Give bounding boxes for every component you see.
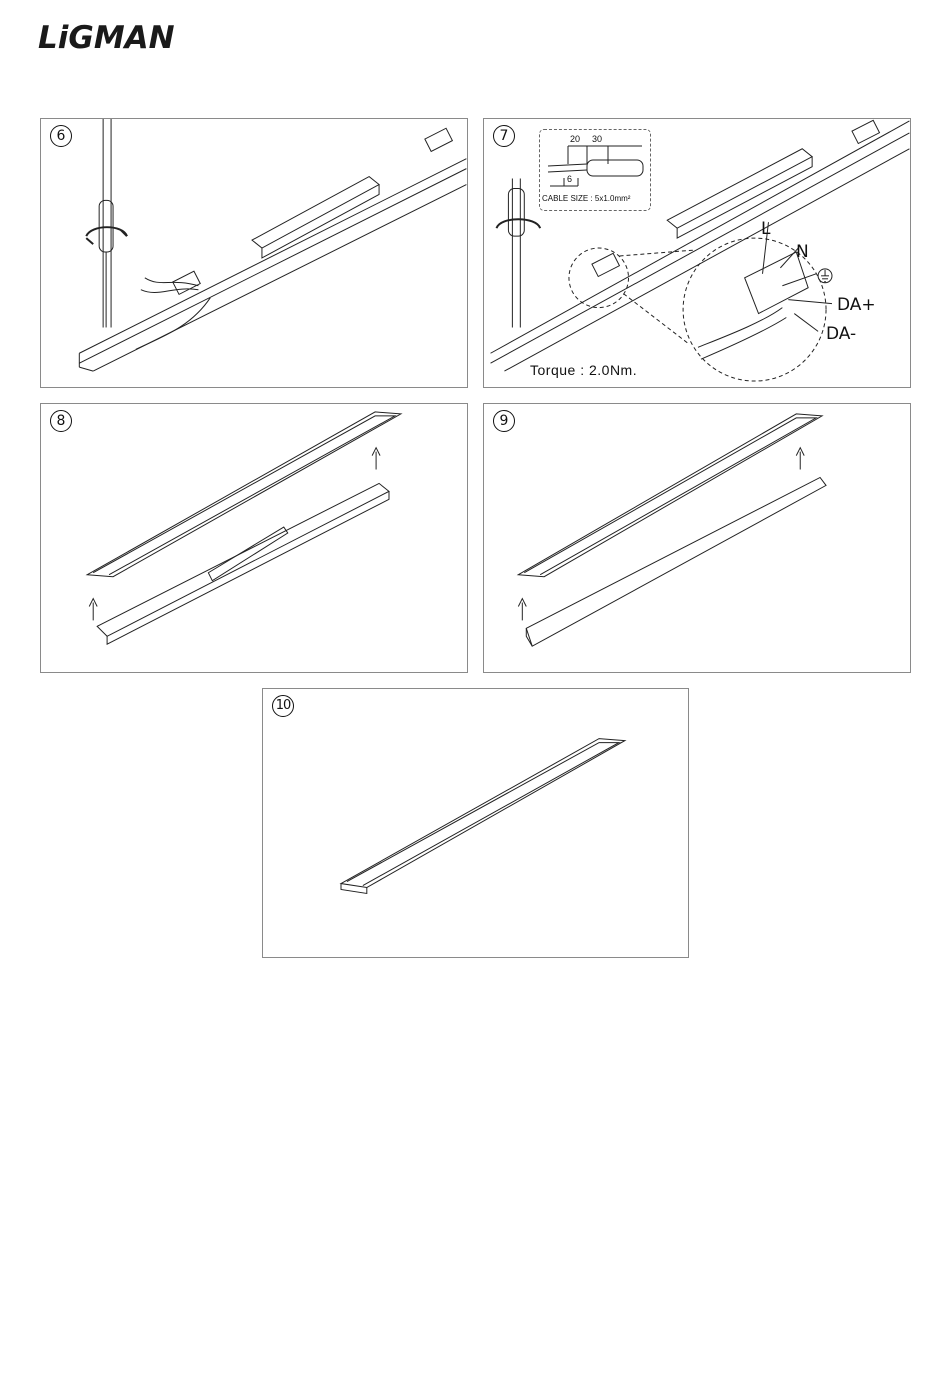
step-9-illustration	[484, 404, 910, 672]
step-6-illustration	[41, 119, 467, 387]
step-9-panel: 9	[483, 403, 911, 673]
terminal-label-n: N	[796, 242, 809, 262]
cable-strip-diagram: 20 30 6 CABLE SIZE : 5x1.0mm²	[539, 129, 651, 211]
step-number-6: 6	[50, 125, 72, 147]
step-8-panel: 8	[40, 403, 468, 673]
step-number-10: 10	[272, 695, 294, 717]
terminal-label-da-minus: DA-	[826, 324, 856, 344]
step-number-8: 8	[50, 410, 72, 432]
svg-text:LiGMAN: LiGMAN	[38, 20, 175, 54]
dimension-20: 20	[570, 134, 580, 144]
step-10-panel: 10	[262, 688, 689, 958]
ligman-logo: LiGMAN	[38, 18, 228, 54]
cable-size-label: CABLE SIZE : 5x1.0mm²	[542, 194, 630, 203]
step-10-illustration	[263, 689, 688, 957]
terminal-label-da-plus: DA+	[837, 295, 876, 315]
step-6-panel: 6	[40, 118, 468, 388]
step-7-panel: 20 30 6 CABLE SIZE : 5x1.0mm² L N DA+ DA…	[483, 118, 911, 388]
dimension-30: 30	[592, 134, 602, 144]
torque-label: Torque : 2.0Nm.	[530, 362, 637, 378]
terminal-label-l: L	[761, 219, 770, 239]
step-number-7: 7	[493, 125, 515, 147]
step-8-illustration	[41, 404, 467, 672]
dimension-6: 6	[567, 174, 572, 184]
step-number-9: 9	[493, 410, 515, 432]
